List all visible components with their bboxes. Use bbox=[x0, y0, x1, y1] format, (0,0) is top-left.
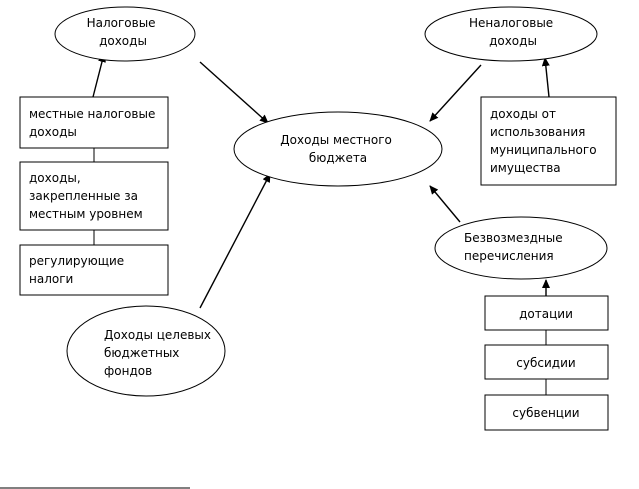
regulating-taxes-box bbox=[19, 244, 169, 296]
tax-income-ellipse bbox=[54, 6, 196, 62]
regulating-taxes-label: регулирующие налоги bbox=[29, 254, 128, 286]
nontax-income-label: Неналоговые доходы bbox=[469, 16, 557, 48]
subventions-label: субвенции bbox=[512, 406, 579, 420]
target-funds-income-ellipse bbox=[66, 305, 226, 397]
subsidies-label: субсидии bbox=[516, 356, 575, 370]
subsidies-box bbox=[484, 344, 609, 380]
nontax-income-ellipse bbox=[424, 6, 598, 62]
local-budget-income-label: Доходы местного бюджета bbox=[280, 133, 395, 165]
local-taxes-label: местные налоговые доходы bbox=[29, 107, 159, 139]
grants-label: дотации bbox=[519, 307, 573, 321]
arrow-local-taxes-to-tax-income bbox=[92, 53, 106, 98]
property-income-box bbox=[480, 96, 617, 186]
local-budget-income-ellipse bbox=[233, 111, 443, 187]
subventions-box bbox=[484, 394, 609, 431]
arrow-tax-income-to-local-budget bbox=[199, 61, 269, 124]
arrow-transfers-to-local-budget bbox=[429, 185, 461, 223]
arrow-property-income-to-nontax-income bbox=[541, 57, 550, 98]
grants-box bbox=[484, 295, 609, 331]
gratuitous-transfers-label: Безвозмездные перечисления bbox=[464, 231, 566, 263]
arrow-nontax-income-to-local-budget bbox=[429, 64, 482, 122]
tax-income-label: Налоговые доходы bbox=[87, 16, 160, 48]
property-income-label: доходы от использования муниципального и… bbox=[490, 107, 600, 175]
gratuitous-transfers-ellipse bbox=[434, 216, 608, 280]
fixed-income-box bbox=[19, 161, 169, 231]
target-funds-income-label: Доходы целевых бюджетных фондов bbox=[104, 328, 215, 378]
fixed-income-label: доходы, закрепленные за местным уровнем bbox=[29, 171, 143, 221]
arrow-target-funds-to-local-budget bbox=[199, 173, 271, 309]
local-taxes-box bbox=[19, 96, 169, 149]
